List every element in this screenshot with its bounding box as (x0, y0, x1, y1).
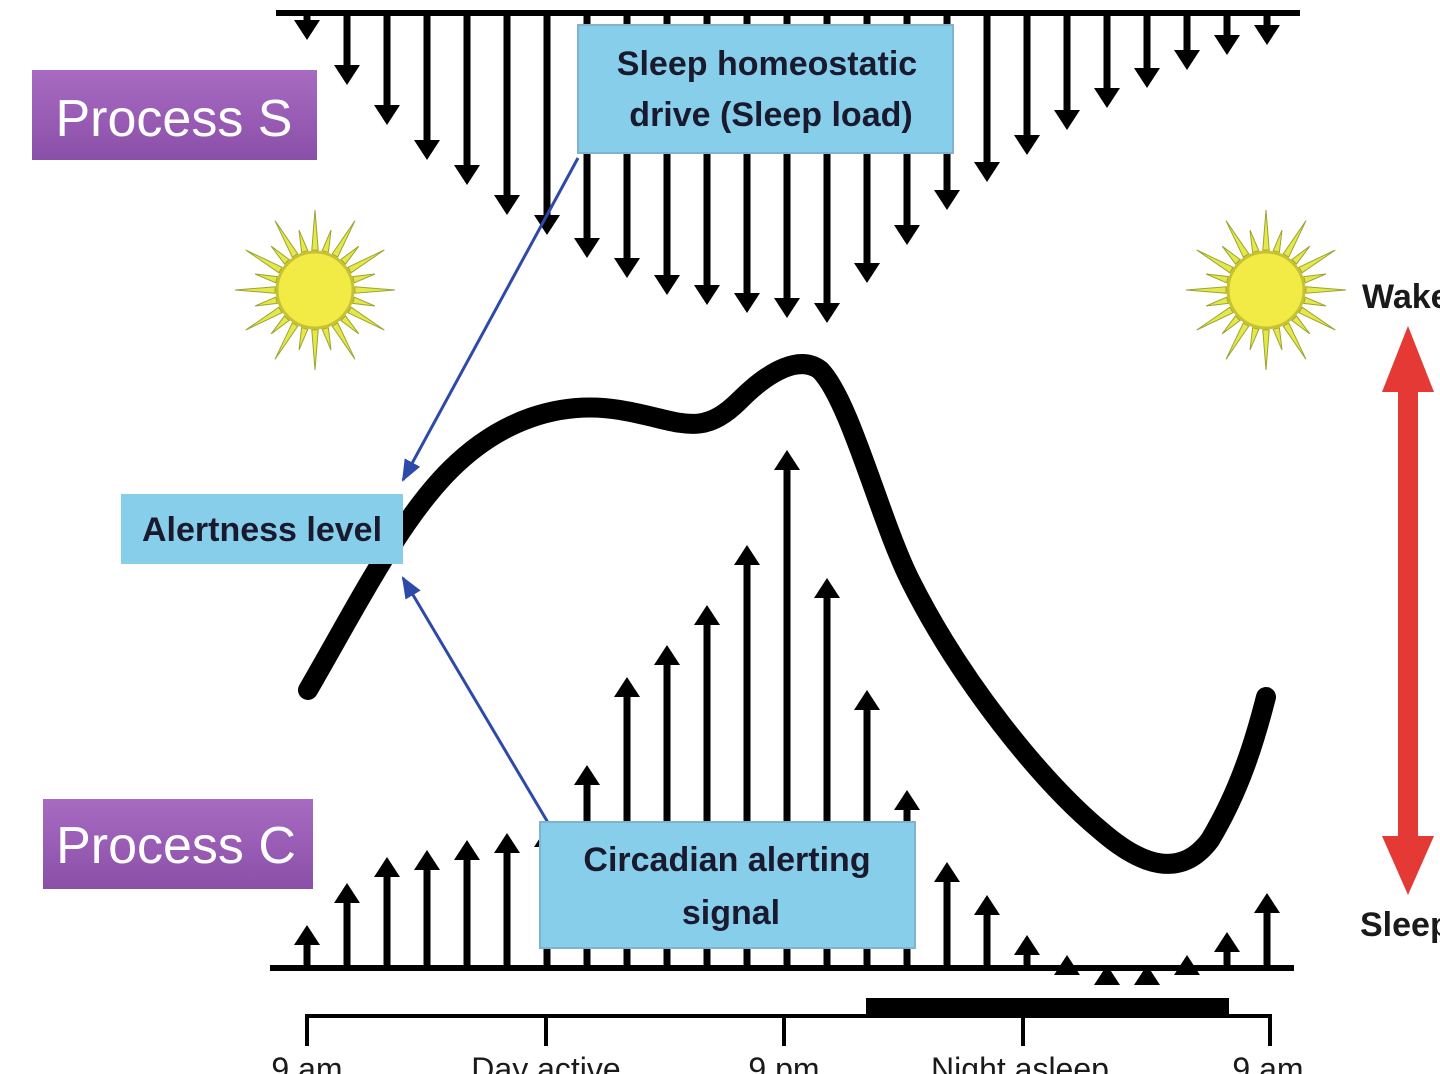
process-s-text: Process S (56, 90, 293, 148)
circadian-box: Circadian alerting signal (539, 821, 916, 949)
wake-label: Wake (1362, 278, 1440, 316)
circadian-connector-arrow (401, 576, 552, 827)
process-s-label: Process S (32, 70, 317, 160)
sleep-load-arrow (1014, 13, 1040, 155)
sleep-load-arrow (414, 13, 440, 160)
sleep-load-arrow (1214, 13, 1240, 55)
alertness-curve (298, 354, 1276, 874)
circadian-arrow (294, 925, 320, 968)
circadian-arrow (334, 883, 360, 968)
sleep-drive-connector-arrow (401, 157, 580, 482)
time-axis: 9 am Day active 9 pm Night asleep 9 am (271, 998, 1304, 1074)
circadian-arrow (974, 895, 1000, 968)
process-c-label: Process C (43, 799, 313, 889)
circadian-arrow (494, 833, 520, 968)
alertness-box: Alertness level (121, 494, 403, 564)
circadian-line1: Circadian alerting (583, 841, 870, 879)
circadian-arrow (934, 862, 960, 968)
sun-icon (1185, 209, 1347, 371)
time-tick-4: 9 am (1232, 1051, 1303, 1074)
sleep-drive-line1: Sleep homeostatic (617, 45, 917, 83)
time-tick-0: 9 am (271, 1051, 342, 1074)
sleep-load-arrow (374, 13, 400, 125)
sleep-load-arrow (334, 13, 360, 85)
sleep-load-arrow (1094, 13, 1120, 108)
sleep-load-arrow (454, 13, 480, 185)
night-bar (866, 998, 1229, 1014)
sleep-load-arrow (1134, 13, 1160, 88)
circadian-arrow (1214, 932, 1240, 968)
circadian-arrow (1014, 935, 1040, 968)
circadian-arrow (454, 840, 480, 968)
time-tick-3: Night asleep (931, 1051, 1109, 1074)
sleep-drive-box: Sleep homeostatic drive (Sleep load) (577, 24, 954, 154)
circadian-arrow (1254, 893, 1280, 968)
wake-sleep-indicator: Wake Sleep (1360, 278, 1440, 944)
circadian-arrow (414, 850, 440, 968)
time-tick-1: Day active (471, 1051, 620, 1074)
sleep-load-arrow (1254, 13, 1280, 45)
sleep-load-arrow (534, 13, 560, 235)
sleep-label: Sleep (1360, 906, 1440, 944)
process-c-text: Process C (56, 817, 296, 875)
sleep-load-arrow (1054, 13, 1080, 130)
sleep-load-arrow (294, 13, 320, 40)
circadian-line2: signal (682, 894, 780, 932)
sleep-drive-line2: drive (Sleep load) (629, 96, 912, 134)
alertness-text: Alertness level (142, 511, 382, 549)
sleep-load-arrow (1174, 13, 1200, 70)
sleep-load-arrow (494, 13, 520, 215)
circadian-arrow (374, 857, 400, 968)
sleep-load-arrow (974, 13, 1000, 182)
sun-icon (234, 209, 396, 371)
time-tick-2: 9 pm (748, 1051, 819, 1074)
